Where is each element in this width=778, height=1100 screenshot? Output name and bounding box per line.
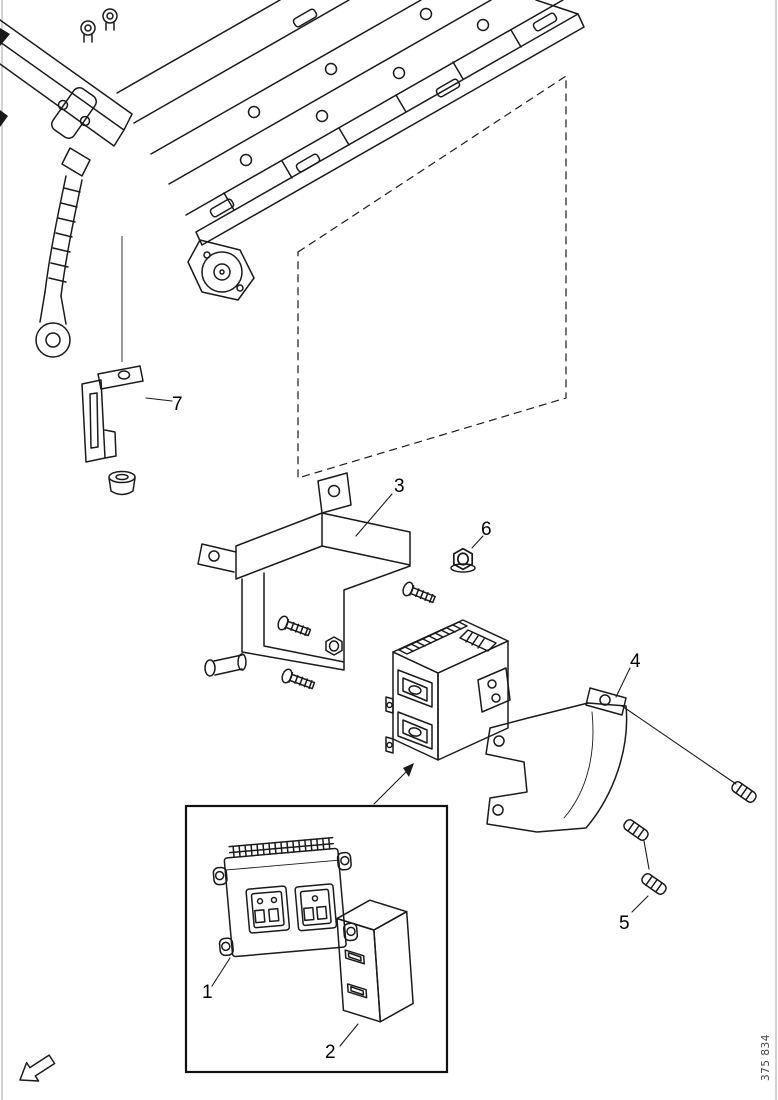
spacers-5 bbox=[621, 705, 759, 913]
inset-pointer bbox=[373, 763, 414, 805]
mounting-region-dashed-outline bbox=[297, 74, 567, 479]
direction-arrow-icon bbox=[19, 1054, 56, 1082]
callout-2: 2 bbox=[325, 1042, 336, 1063]
callout-4: 4 bbox=[630, 651, 641, 672]
callout-3: 3 bbox=[394, 476, 405, 497]
roller-assembly bbox=[187, 239, 255, 301]
connector-cover-2 bbox=[336, 899, 414, 1023]
callout-7: 7 bbox=[172, 394, 183, 415]
ecu-module bbox=[385, 619, 511, 761]
detail-inset-box bbox=[184, 804, 449, 1074]
cover-bracket-4 bbox=[485, 667, 631, 833]
flange-nut-6 bbox=[450, 535, 484, 573]
ecu-detail-1 bbox=[212, 836, 359, 958]
bracket-7 bbox=[81, 365, 173, 463]
push-nut-7 bbox=[108, 470, 136, 496]
leader-1 bbox=[211, 957, 231, 987]
figure-number: 375 834 bbox=[760, 1034, 772, 1081]
leader-2 bbox=[339, 1023, 359, 1047]
callout-1: 1 bbox=[202, 982, 213, 1003]
cable-assembly bbox=[35, 147, 91, 358]
frame-assembly bbox=[0, 0, 585, 246]
callout-6: 6 bbox=[481, 519, 492, 540]
bracket-3 bbox=[197, 472, 411, 677]
callouts: 1 2 3 4 5 6 7 bbox=[172, 394, 641, 1063]
callout-5: 5 bbox=[619, 913, 630, 934]
